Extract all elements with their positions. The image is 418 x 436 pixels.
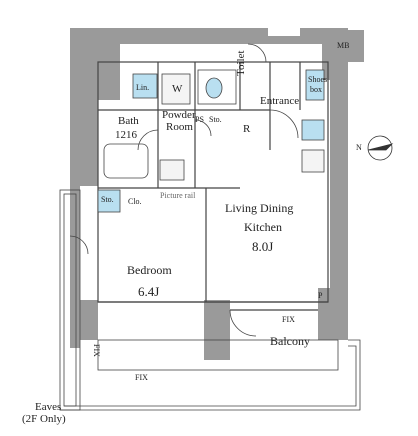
bedroom-size: 6.4J bbox=[138, 284, 160, 299]
bedroom-label: Bedroom bbox=[127, 263, 172, 277]
entrance-label: Entrance bbox=[260, 95, 300, 107]
ldk-label-line2: Kitchen bbox=[244, 220, 282, 234]
powder-room-label-2: Room bbox=[166, 121, 193, 133]
shoes-box-label-2: box bbox=[310, 85, 322, 94]
bath-label: Bath bbox=[118, 115, 139, 127]
eaves-note: (2F Only) bbox=[22, 413, 66, 425]
ldk-label-line1: Living Dining bbox=[225, 201, 294, 215]
storage-label-1: Sto. bbox=[209, 115, 222, 124]
eaves-label: Eaves bbox=[35, 401, 62, 413]
fix-window-label-2: FIX bbox=[135, 373, 148, 382]
ps-label: PS bbox=[195, 115, 204, 124]
toilet-label: Toilet bbox=[235, 50, 247, 76]
closet-label: Clo. bbox=[128, 197, 142, 206]
powder-room-label-1: Powder bbox=[162, 109, 196, 121]
compass-icon bbox=[367, 135, 394, 161]
fixtures bbox=[97, 69, 325, 213]
door-swings bbox=[69, 43, 299, 337]
bath-size: 1216 bbox=[115, 129, 137, 141]
interior-walls bbox=[97, 61, 329, 311]
storage-label-2: Sto. bbox=[101, 195, 114, 204]
balcony-label: Balcony bbox=[270, 334, 310, 348]
picture-rail-label: Picture rail bbox=[160, 191, 196, 200]
fix-window-label-1: FIX bbox=[282, 315, 295, 324]
refrigerator-label: R bbox=[243, 123, 251, 135]
washer-label: W bbox=[172, 83, 183, 95]
eaves-outline bbox=[59, 189, 361, 411]
structural-walls bbox=[70, 28, 364, 360]
mb-label: MB bbox=[337, 41, 350, 50]
shoes-box-label-1: Shoes bbox=[308, 75, 328, 84]
pipe-label: P bbox=[318, 291, 323, 300]
ldk-size: 8.0J bbox=[252, 239, 274, 254]
linen-label: Lin. bbox=[136, 83, 150, 92]
fix-window-label-3: FIX bbox=[92, 344, 101, 357]
north-label: N bbox=[356, 143, 362, 152]
